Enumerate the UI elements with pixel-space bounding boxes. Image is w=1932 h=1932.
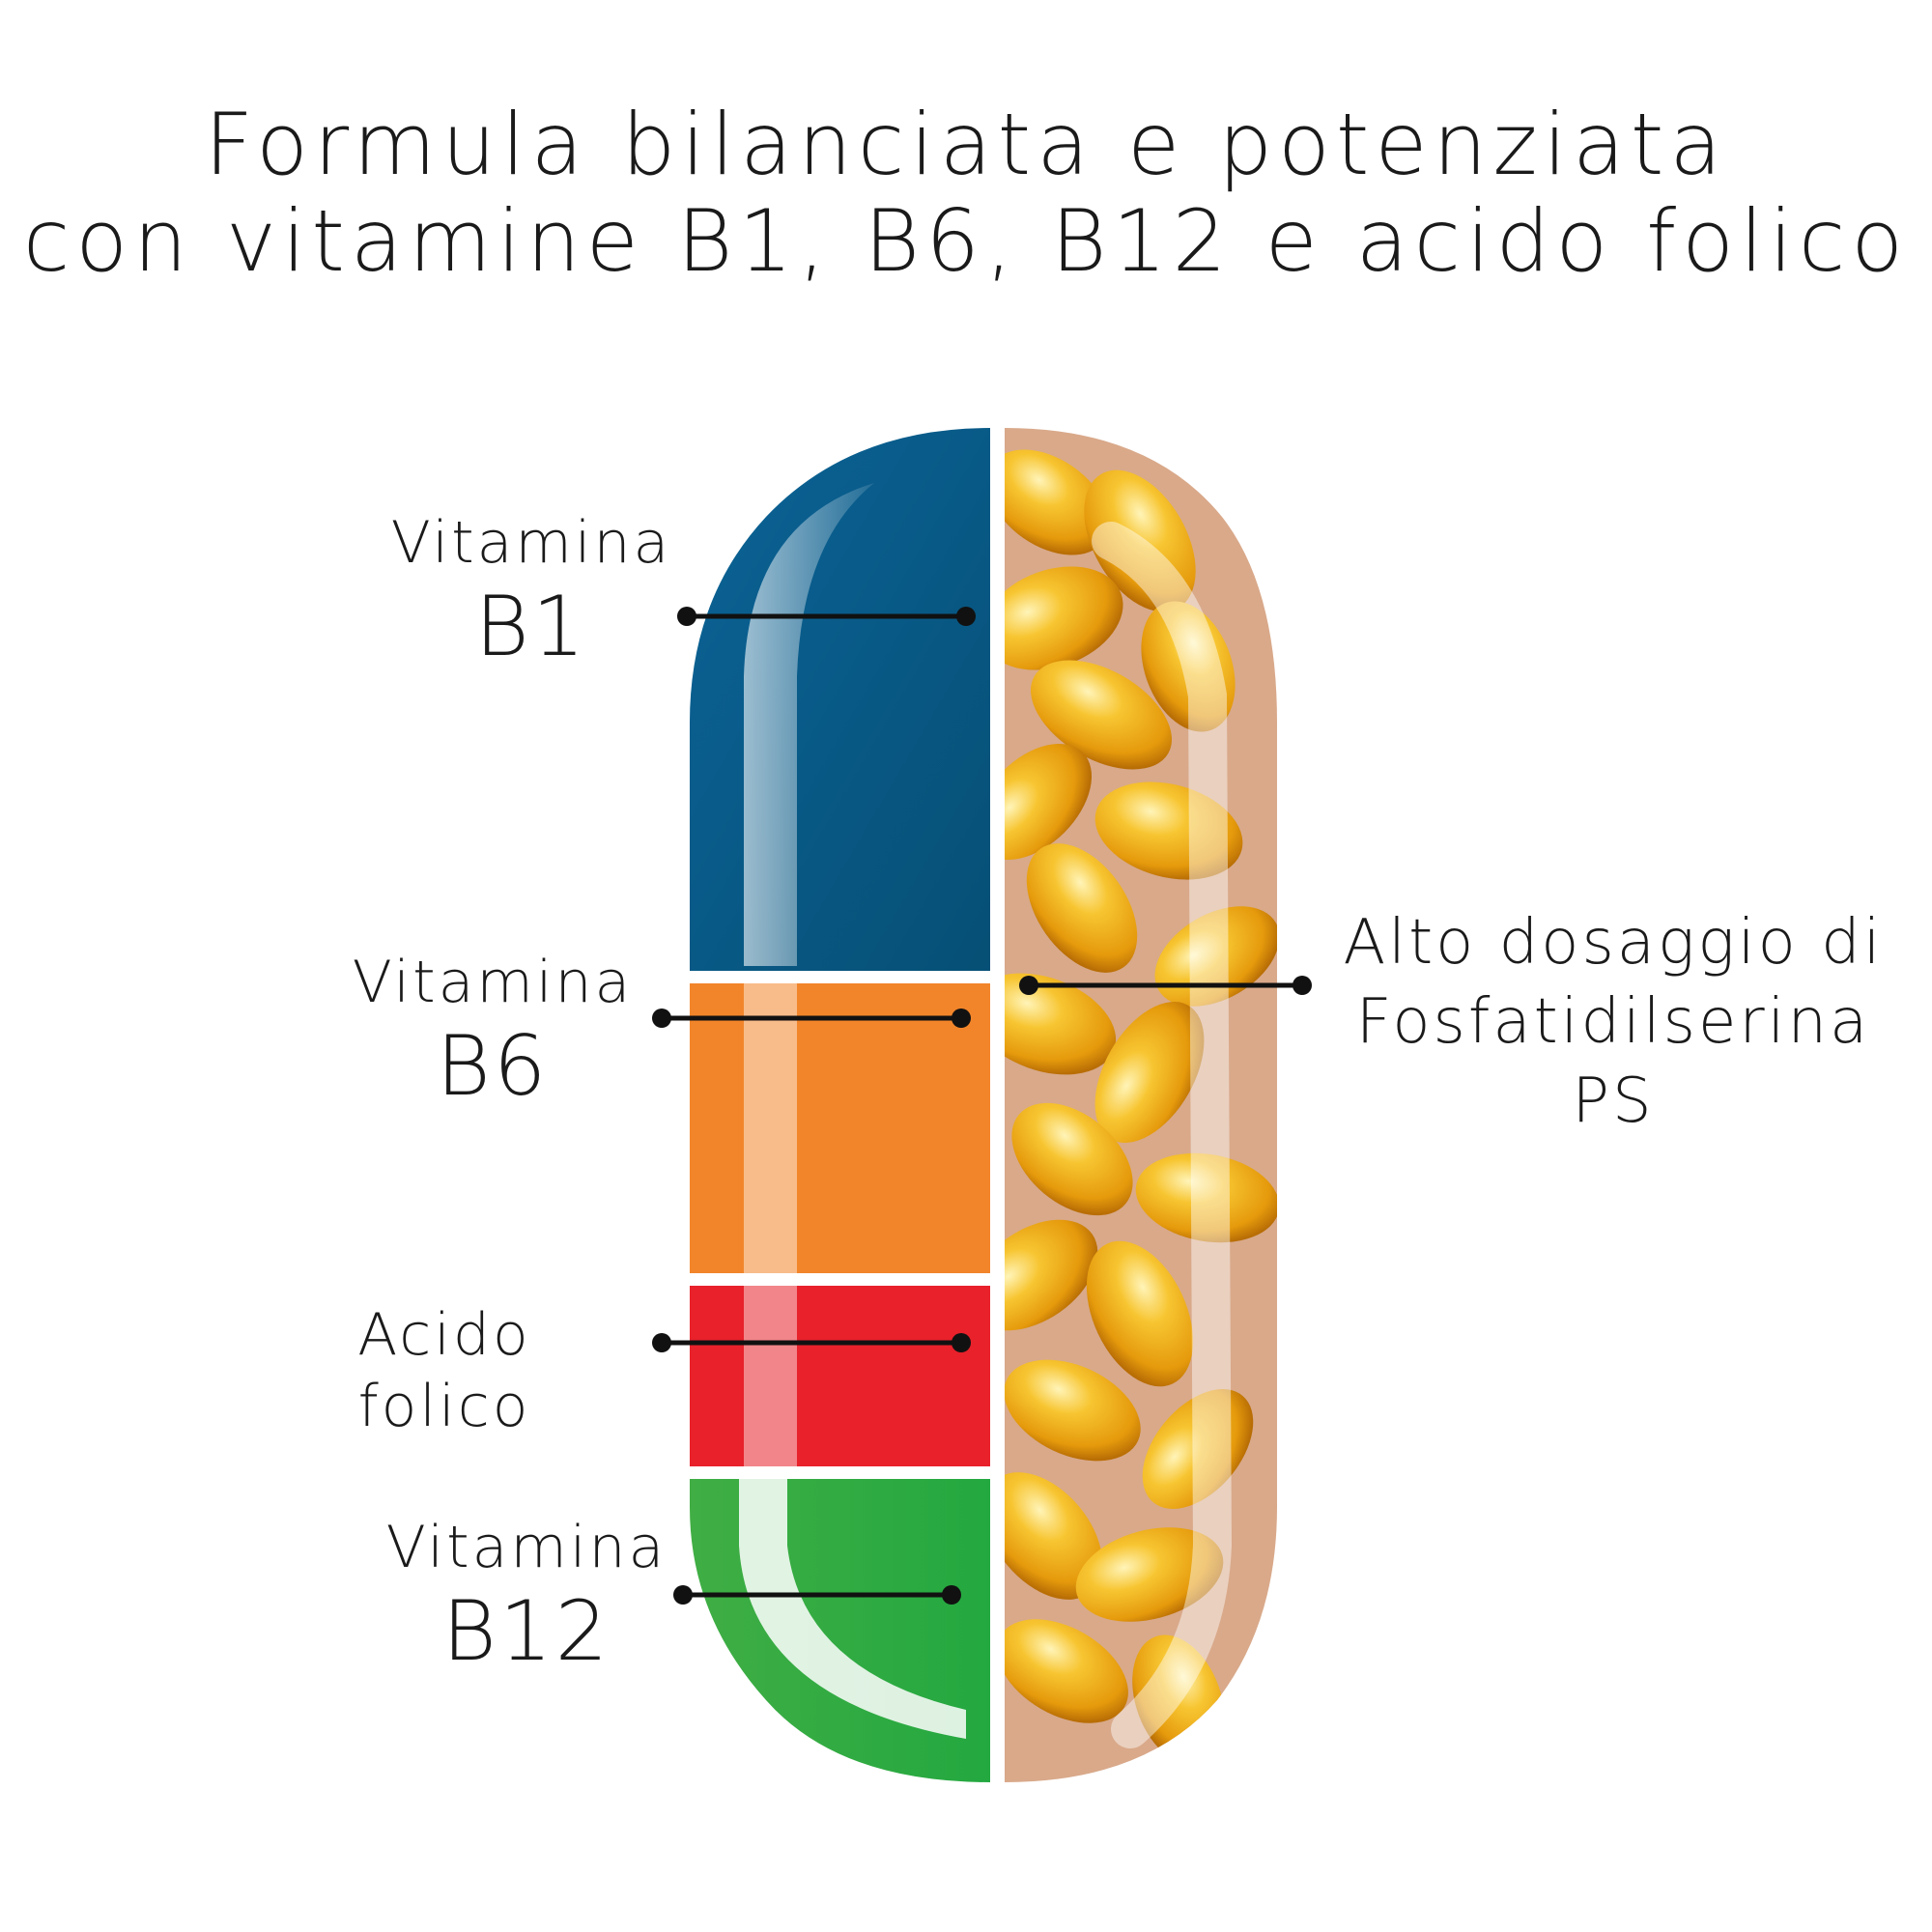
softgel-half bbox=[1005, 428, 1277, 1782]
softgel-cluster bbox=[1005, 449, 1277, 1766]
softgel-highlight bbox=[1092, 522, 1233, 1748]
label-acido-folico: Acido folico bbox=[357, 1301, 531, 1440]
label-b12-big: B12 bbox=[441, 1583, 611, 1680]
label-ps-line-1: Alto dosaggio di bbox=[1343, 907, 1884, 979]
connector-ps bbox=[1019, 976, 1312, 995]
label-fosfatidilserina: Alto dosaggio di Fosfatidilserina PS bbox=[1323, 903, 1903, 1141]
shine-b1 bbox=[744, 483, 874, 966]
label-b6-big: B6 bbox=[436, 1018, 550, 1115]
connector-b6 bbox=[652, 1009, 971, 1028]
label-vitamin-b6: Vitamina B6 bbox=[348, 947, 638, 1115]
connector-b1 bbox=[677, 607, 976, 626]
title-line-1: Formula bilanciata e potenziata bbox=[204, 95, 1728, 194]
label-ps-line-2: Fosfatidilserina PS bbox=[1355, 986, 1871, 1137]
label-vitamin-b1: Vitamina B1 bbox=[386, 507, 676, 675]
diagram-title: Formula bilanciata e potenziata con vita… bbox=[0, 97, 1932, 290]
label-vitamin-b12: Vitamina B12 bbox=[382, 1512, 671, 1680]
label-b6-small: Vitamina bbox=[352, 949, 634, 1016]
title-line-2: con vitamine B1, B6, B12 e acido folico bbox=[22, 191, 1910, 291]
segment-folic bbox=[690, 1286, 990, 1466]
shine-b12 bbox=[739, 1479, 966, 1739]
label-b1-small: Vitamina bbox=[390, 509, 672, 577]
label-b1-big: B1 bbox=[474, 579, 588, 675]
segment-b12 bbox=[690, 1479, 990, 1782]
connector-b12 bbox=[673, 1585, 961, 1605]
segment-b6 bbox=[690, 983, 990, 1273]
connector-folic bbox=[652, 1333, 971, 1352]
vitamin-half bbox=[690, 428, 990, 1782]
label-b12-small: Vitamina bbox=[385, 1514, 668, 1581]
